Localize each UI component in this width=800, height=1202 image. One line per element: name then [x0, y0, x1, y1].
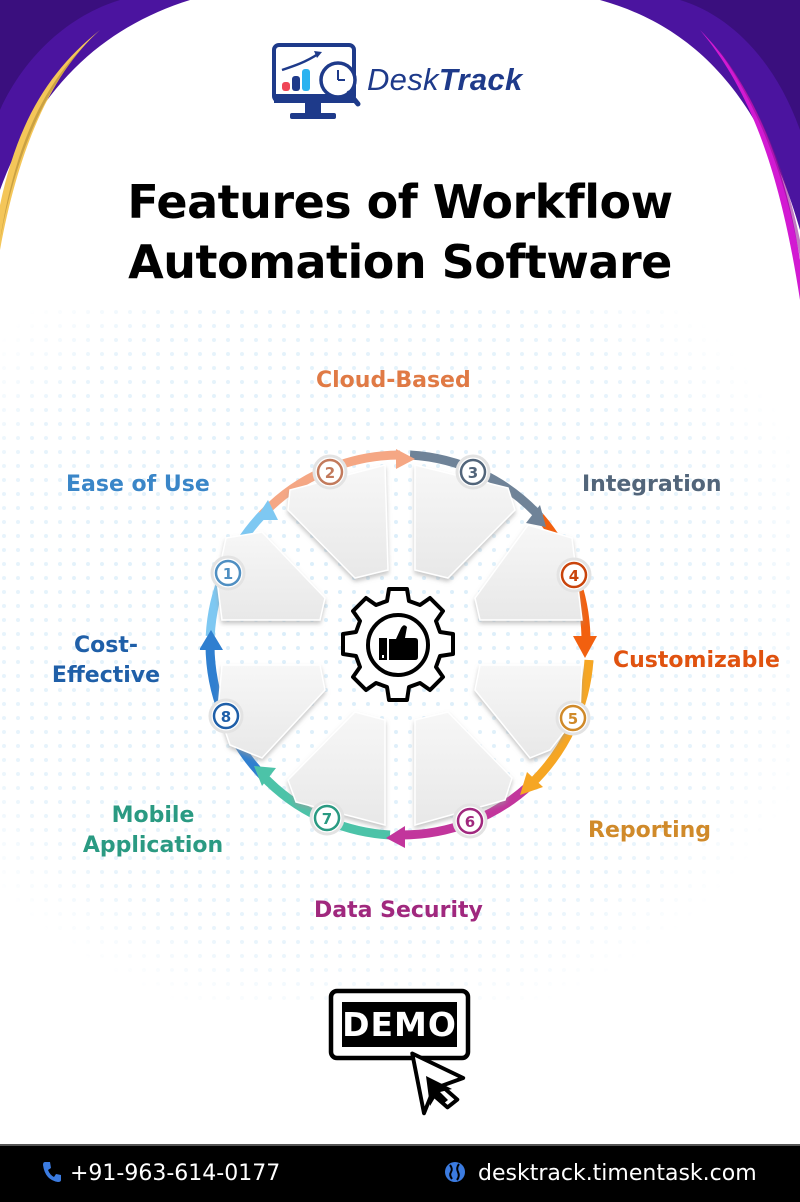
badge-8: 8 — [208, 698, 244, 734]
feature-label-data-security: Data Security — [314, 898, 483, 923]
svg-text:8: 8 — [221, 708, 231, 726]
demo-button-icon — [328, 988, 471, 1116]
badge-6: 6 — [452, 803, 488, 839]
svg-text:5: 5 — [568, 710, 578, 728]
corner-decoration — [0, 0, 800, 300]
monitor-chart-clock-magnifier-icon — [272, 43, 361, 119]
logo-wordmark: DeskTrack — [367, 62, 523, 98]
arrowhead-1 — [255, 500, 278, 520]
svg-text:3: 3 — [468, 464, 478, 482]
feature-label-integration: Integration — [582, 472, 722, 497]
badge-7: 7 — [309, 800, 345, 836]
badge-4: 4 — [556, 557, 592, 593]
feature-label-reporting: Reporting — [588, 818, 712, 843]
mobile-application-line-2: Application — [82, 833, 224, 858]
arrowhead-3 — [526, 505, 546, 527]
badge-3: 3 — [455, 454, 491, 490]
segment-3 — [414, 464, 516, 579]
segment-5 — [474, 664, 583, 759]
demo-button[interactable]: DEMO — [328, 988, 473, 1118]
feature-label-cost-effective: Cost- Effective — [47, 631, 165, 691]
demo-label: DEMO — [342, 1005, 457, 1044]
badge-2: 2 — [312, 454, 348, 490]
segment-4 — [474, 524, 583, 621]
badge-1: 1 — [210, 555, 246, 591]
footer-website[interactable]: desktrack.timentask.com — [444, 1160, 757, 1188]
svg-text:4: 4 — [569, 567, 579, 585]
footer-bar: +91-963-614-0177 desktrack.timentask.com — [0, 1144, 800, 1202]
svg-text:1: 1 — [223, 565, 233, 583]
page-title: Features of Workflow Automation Software — [0, 172, 800, 292]
globe-icon — [445, 1162, 465, 1182]
arrowhead-2 — [396, 449, 415, 469]
arrowhead-4 — [573, 636, 597, 658]
title-line-1: Features of Workflow — [127, 175, 673, 229]
svg-text:2: 2 — [325, 464, 335, 482]
feature-label-cloud-based: Cloud-Based — [316, 368, 471, 393]
arrowhead-8 — [200, 630, 223, 650]
desktrack-logo[interactable]: DeskTrack — [272, 42, 542, 124]
badge-5: 5 — [555, 700, 591, 736]
segment-2 — [287, 464, 389, 579]
svg-text:7: 7 — [322, 810, 332, 828]
phone-number: +91-963-614-0177 — [70, 1161, 281, 1186]
arrowhead-5 — [520, 772, 543, 795]
svg-text:6: 6 — [465, 813, 475, 831]
logo-text-track: Track — [438, 62, 523, 97]
feature-label-customizable: Customizable — [613, 648, 780, 673]
arrowhead-7 — [254, 766, 276, 786]
mobile-application-line-1: Mobile — [111, 803, 195, 828]
website-url: desktrack.timentask.com — [478, 1161, 757, 1186]
phone-icon — [43, 1162, 61, 1182]
arrowhead-6 — [386, 826, 405, 848]
cost-effective-line-2: Effective — [51, 663, 161, 688]
feature-label-mobile-application: Mobile Application — [78, 801, 228, 861]
gear-thumbs-up-icon — [341, 587, 455, 702]
title-line-2: Automation Software — [128, 235, 672, 289]
workflow-cycle-diagram: 1 2 3 4 5 6 7 8 — [200, 449, 597, 848]
footer-phone[interactable]: +91-963-614-0177 — [42, 1160, 280, 1188]
logo-text-desk: Desk — [367, 62, 439, 97]
cost-effective-line-1: Cost- — [73, 633, 138, 658]
feature-label-ease-of-use: Ease of Use — [66, 472, 210, 497]
